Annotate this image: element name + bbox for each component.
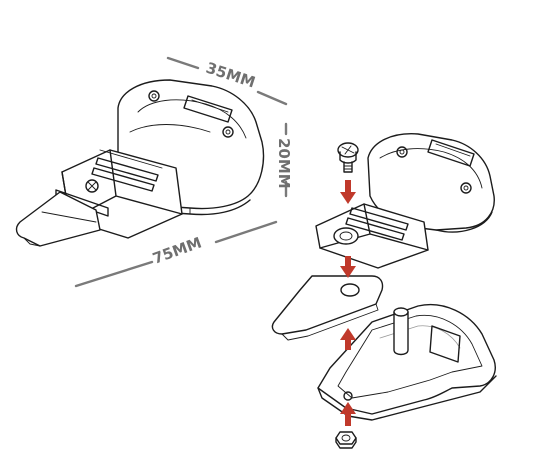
- arrow-base-up: [340, 328, 356, 350]
- top-cover-part: [315, 133, 495, 269]
- arrow-nut-up: [340, 402, 356, 426]
- height-label: 20MM: [275, 138, 293, 189]
- arrow-screw-down: [340, 180, 356, 204]
- base-housing-part: [317, 304, 497, 421]
- hex-nut-part: [335, 431, 357, 449]
- length-label: 75MM: [150, 233, 204, 267]
- screw-part: [337, 142, 359, 173]
- arrow-cover-down: [340, 256, 356, 278]
- dimension-height: 20MM: [275, 122, 293, 198]
- assembled-device: [15, 79, 265, 247]
- metal-plate-part: [271, 275, 384, 341]
